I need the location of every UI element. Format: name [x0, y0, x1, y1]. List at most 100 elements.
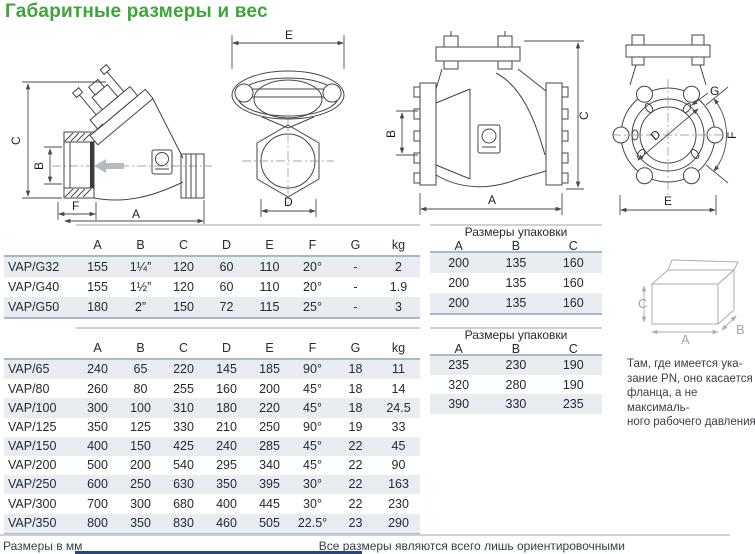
column-header: F	[308, 237, 317, 252]
value-cell: 300	[87, 400, 108, 415]
box-dim-label-a: A	[681, 332, 690, 347]
brand-logo-icon	[477, 124, 501, 154]
value-cell: 1.9	[389, 279, 408, 294]
model-cell: VAP/80	[8, 381, 50, 396]
value-cell: 115	[259, 299, 280, 314]
value-cell: 20°	[303, 259, 322, 274]
divider	[430, 224, 602, 226]
model-column-spacer	[4, 239, 76, 252]
value-cell: 125	[130, 419, 151, 434]
value-cell: 500	[87, 458, 108, 473]
value-cell: 395	[259, 477, 280, 492]
value-cell: 20°	[303, 279, 322, 294]
packaging-cell: 330	[505, 396, 527, 411]
value-cell: 400	[87, 439, 108, 454]
value-cell: 180	[87, 299, 108, 314]
bolt-holes	[631, 103, 700, 159]
value-cell: 350	[130, 515, 151, 530]
note-line: фланца, а не максималь-	[627, 387, 698, 414]
flange-bolt-tabs	[413, 86, 569, 184]
column-header: E	[265, 340, 274, 355]
column-header: C	[178, 237, 189, 252]
footer-disclaimer: Все размеры являются всего лишь ориентир…	[318, 539, 625, 553]
value-cell: 200	[130, 458, 151, 473]
value-cell: 14	[391, 381, 406, 396]
column-header: F	[308, 340, 317, 355]
packaging-cell: 235	[562, 396, 584, 411]
packaging-cell: 320	[448, 377, 470, 392]
value-cell: 185	[259, 362, 280, 377]
drawing-flanged-valve-side-view: B C A	[384, 31, 591, 215]
value-cell: 155	[87, 259, 108, 274]
value-cell: 163	[388, 477, 409, 492]
packaging-cell: 200	[448, 275, 470, 290]
value-cell: 90°	[303, 419, 322, 434]
note-line: ного рабочего давления.	[627, 416, 755, 428]
dim-label-d: D	[284, 195, 293, 209]
packaging-cell: 190	[562, 377, 584, 392]
value-cell: 22	[348, 439, 363, 454]
dim-label-c: C	[577, 111, 591, 120]
value-cell: 400	[216, 496, 237, 511]
value-cell: -	[353, 259, 358, 274]
packaging-title: Размеры упаковки	[464, 225, 568, 239]
column-header: G	[350, 237, 361, 252]
packaging-column-header: C	[568, 341, 578, 356]
value-cell: 65	[133, 362, 148, 377]
dim-label-e: E	[285, 28, 293, 42]
column-header: E	[265, 237, 274, 252]
value-cell: 220	[173, 362, 194, 377]
value-cell: 45	[391, 439, 406, 454]
dim-label-f: F	[725, 132, 739, 139]
value-cell: 295	[216, 458, 237, 473]
value-cell: 80	[133, 381, 148, 396]
packaging-cell: 135	[505, 275, 527, 290]
value-cell: 1½”	[129, 279, 152, 294]
packaging-cell: 160	[562, 295, 584, 310]
divider	[430, 251, 602, 253]
value-cell: 600	[87, 477, 108, 492]
value-cell: 350	[216, 477, 237, 492]
value-cell: 285	[259, 439, 280, 454]
value-cell: 120	[173, 279, 194, 294]
value-cell: 445	[259, 496, 280, 511]
drawing-flanged-valve-end-view: G D F E	[612, 34, 739, 215]
packaging-cell: 235	[448, 358, 470, 373]
divider	[4, 255, 420, 257]
brand-logo-icon	[151, 149, 173, 175]
model-cell: VAP/G50	[8, 299, 60, 314]
divider	[76, 224, 420, 226]
value-cell: 250	[259, 419, 280, 434]
dim-label-g: G	[710, 84, 719, 98]
column-header: B	[136, 340, 145, 355]
dim-label-b: B	[384, 130, 398, 138]
divider	[4, 317, 420, 319]
value-cell: -	[353, 279, 358, 294]
dim-label-e: E	[664, 194, 672, 208]
value-cell: 2”	[134, 299, 147, 314]
value-cell: 33	[391, 419, 406, 434]
value-cell: 680	[173, 496, 194, 511]
value-cell: 90°	[303, 362, 322, 377]
value-cell: 830	[173, 515, 194, 530]
packaging-cell: 190	[562, 358, 584, 373]
drawing-threaded-valve-front-view: E D	[231, 28, 345, 217]
value-cell: 200	[259, 381, 280, 396]
divider	[4, 532, 420, 535]
divider	[76, 327, 420, 329]
value-cell: 72	[219, 299, 234, 314]
